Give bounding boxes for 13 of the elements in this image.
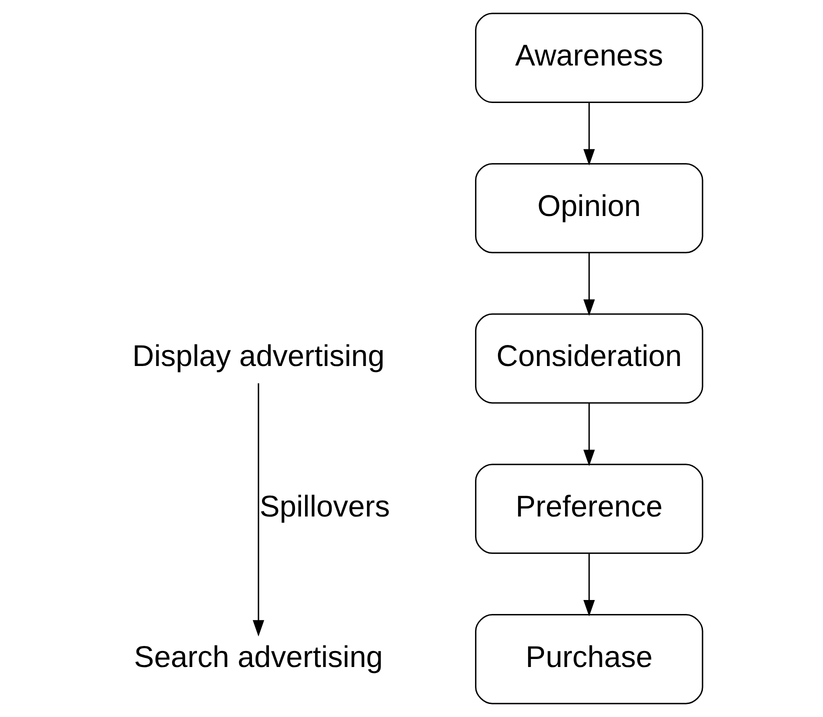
node-box: Preference xyxy=(475,464,704,554)
arrow xyxy=(583,402,595,466)
node-box: Consideration xyxy=(475,313,704,404)
arrow xyxy=(583,252,595,316)
arrow xyxy=(252,383,264,637)
node-box: Opinion xyxy=(475,163,704,254)
node-box: Purchase xyxy=(475,614,704,704)
edge-label: Spillovers xyxy=(260,490,390,524)
arrow xyxy=(583,102,595,166)
node-text: Search advertising xyxy=(134,640,383,674)
arrow xyxy=(583,553,595,616)
node-box: Awareness xyxy=(475,12,704,103)
node-text: Display advertising xyxy=(132,340,385,374)
